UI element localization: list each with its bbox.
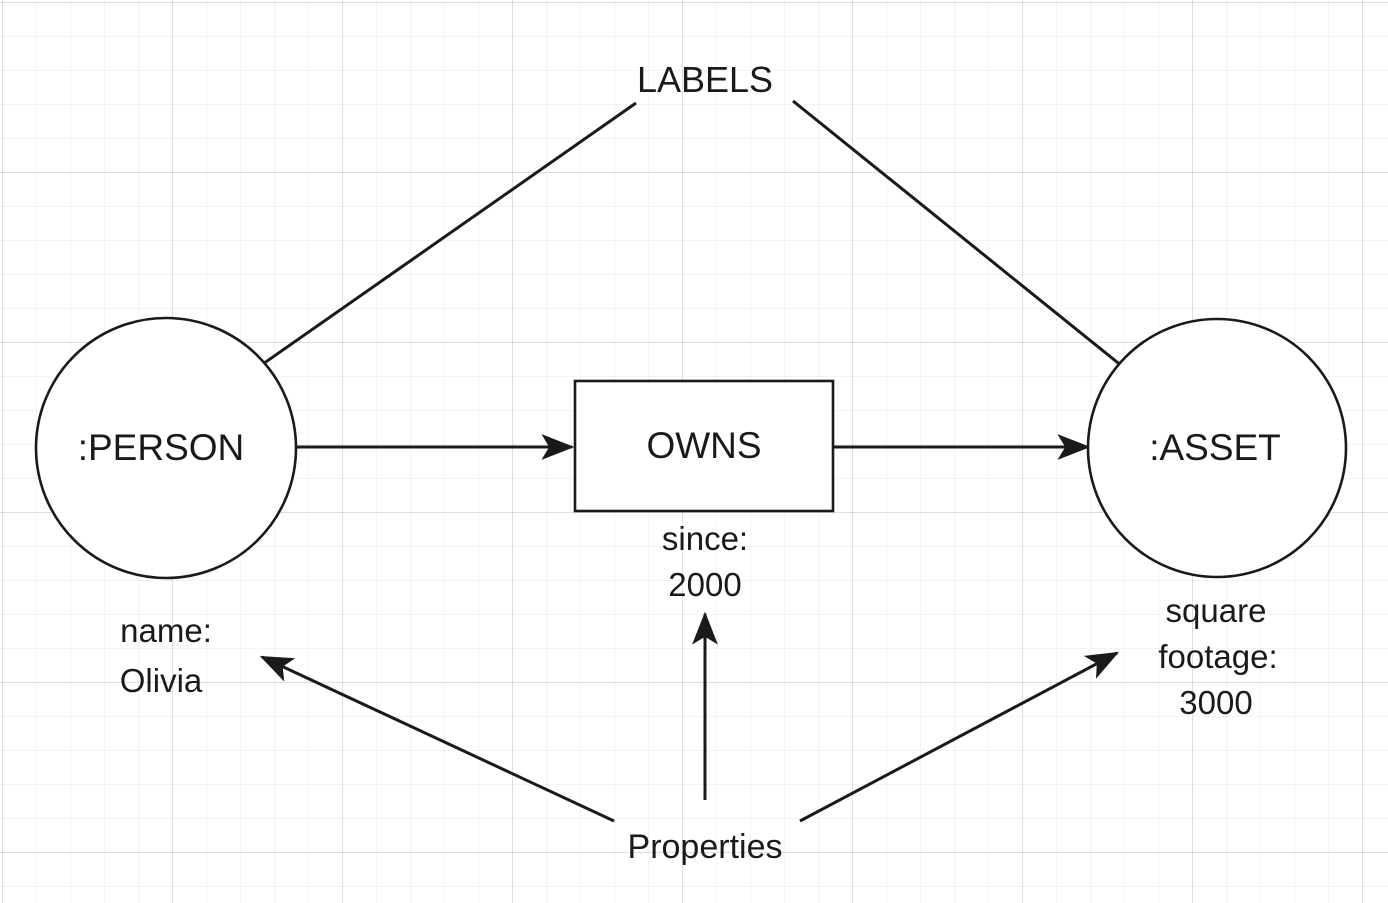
labels-callout-text: LABELS — [637, 59, 773, 100]
properties-callout-text: Properties — [628, 828, 783, 866]
owns-property-line-1: since: — [662, 520, 748, 557]
asset-property-line-2: footage: — [1158, 638, 1277, 675]
node-asset-circle[interactable] — [1086, 317, 1348, 579]
node-owns-rect[interactable] — [573, 379, 835, 513]
asset-property-line-1: square — [1166, 592, 1267, 629]
person-property-line-1: name: — [120, 612, 212, 649]
node-asset-label: :ASSET — [1149, 427, 1281, 468]
node-person-label: :PERSON — [78, 427, 245, 468]
edge-labels-to-asset — [792, 99, 1176, 410]
person-property-line-2: Olivia — [120, 662, 203, 699]
edge-properties-to-footage — [799, 651, 1120, 823]
asset-property-line-3: 3000 — [1179, 684, 1252, 721]
edge-labels-to-person — [198, 101, 637, 410]
owns-property-line-2: 2000 — [668, 566, 741, 603]
node-person-circle[interactable] — [34, 316, 298, 580]
node-owns-label: OWNS — [646, 425, 761, 466]
edge-properties-to-name — [259, 655, 615, 823]
